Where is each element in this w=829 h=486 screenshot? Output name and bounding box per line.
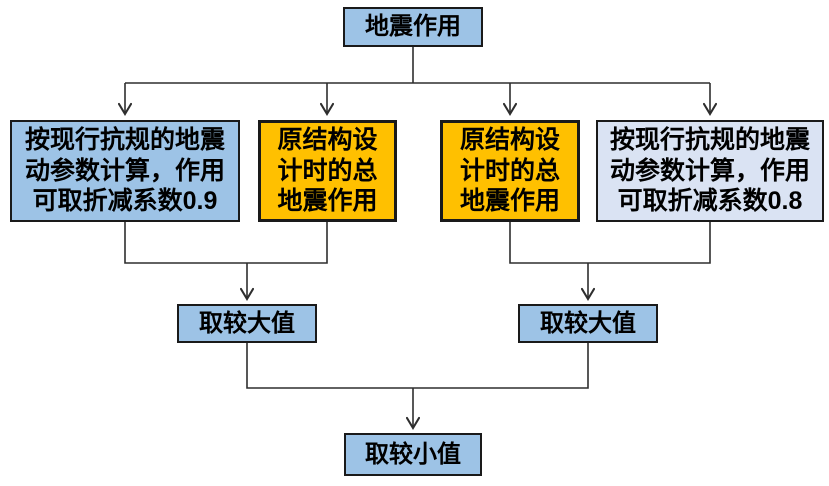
edge-merge-left xyxy=(124,222,328,264)
node-current-code-factor-09: 按现行抗规的地震 动参数计算，作用 可取折减系数0.9 xyxy=(10,120,240,222)
node-label-line: 按现行抗规的地震 xyxy=(609,126,810,155)
node-seismic-action: 地震作用 xyxy=(343,7,483,47)
node-label: 取较大值 xyxy=(540,309,636,337)
node-take-smaller: 取较小值 xyxy=(344,433,482,476)
node-label: 取较小值 xyxy=(365,440,461,468)
node-label-line: 原结构设 xyxy=(459,126,560,155)
node-label-line: 地震作用 xyxy=(277,187,378,216)
node-label-line: 原结构设 xyxy=(277,126,378,155)
node-label-line: 地震作用 xyxy=(459,187,560,216)
node-take-larger-right: 取较大值 xyxy=(518,304,658,343)
edge-merge-bottom xyxy=(246,343,589,389)
node-take-larger-left: 取较大值 xyxy=(177,304,317,343)
node-label-line: 动参数计算，作用 xyxy=(609,156,810,185)
node-label: 地震作用 xyxy=(365,13,461,41)
node-label-line: 计时的总 xyxy=(277,156,378,185)
node-label-line: 可取折减系数0.8 xyxy=(617,187,803,216)
node-original-design-right: 原结构设 计时的总 地震作用 xyxy=(440,120,580,222)
node-original-design-left: 原结构设 计时的总 地震作用 xyxy=(258,120,397,222)
node-label-line: 可取折减系数0.9 xyxy=(32,187,218,216)
node-label-line: 计时的总 xyxy=(459,156,560,185)
node-current-code-factor-08: 按现行抗规的地震 动参数计算，作用 可取折减系数0.8 xyxy=(596,120,824,222)
node-label: 取较大值 xyxy=(199,309,295,337)
node-label-line: 按现行抗规的地震 xyxy=(24,126,225,155)
edge-merge-right xyxy=(509,222,711,264)
node-label-line: 动参数计算，作用 xyxy=(24,156,225,185)
